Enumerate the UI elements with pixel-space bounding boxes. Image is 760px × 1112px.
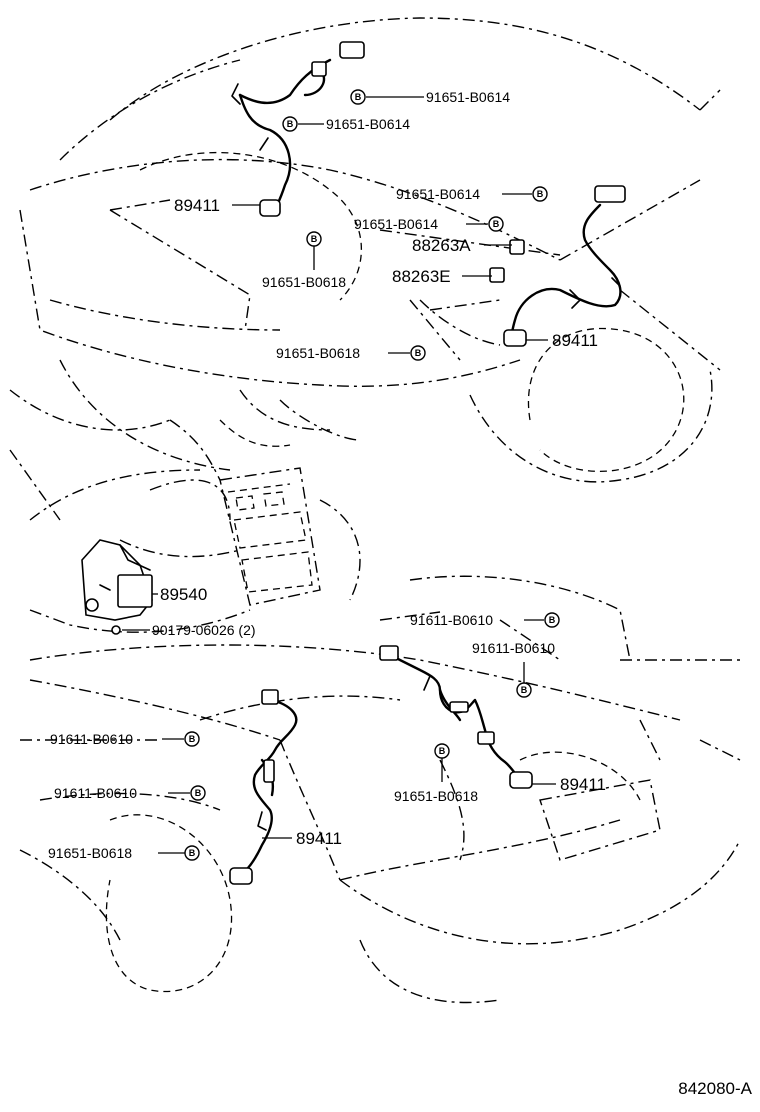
bolt-symbol: B (282, 116, 298, 132)
bolt-symbol: B (184, 845, 200, 861)
front-body-outline (19, 17, 721, 483)
label-91651-b0618: 91651-B0618 (262, 274, 346, 290)
label-91611-b0610: 91611-B0610 (410, 612, 493, 628)
middle-labels: 89540 90179-06026 (2) (152, 585, 256, 638)
rear-bolt-symbols: B B B B B B (184, 612, 560, 861)
abs-ecu (81, 539, 153, 635)
label-91651-b0618: 91651-B0618 (48, 845, 132, 861)
rear-left-speed-sensor-harness (229, 689, 298, 885)
label-88263a: 88263A (412, 236, 471, 255)
dashboard-outline (9, 389, 361, 633)
svg-text:B: B (287, 119, 294, 129)
bolt-symbol: B (544, 612, 560, 628)
label-91651-b0618: 91651-B0618 (276, 345, 360, 361)
bolt-symbol: B (190, 785, 206, 801)
svg-text:B: B (189, 848, 196, 858)
bolt-symbol: B (184, 731, 200, 747)
label-89411: 89411 (174, 196, 220, 215)
bolt-symbol: B (488, 216, 504, 232)
svg-text:B: B (439, 746, 446, 756)
front-labels: 91651-B0614 91651-B0614 89411 91651-B061… (174, 89, 598, 361)
label-89411: 89411 (296, 829, 342, 848)
bolt-symbol: B (532, 186, 548, 202)
rear-leaders (158, 619, 556, 854)
svg-text:B: B (195, 788, 202, 798)
front-left-speed-sensor-harness (231, 41, 365, 217)
front-right-speed-sensor-harness (489, 185, 626, 347)
svg-text:B: B (521, 685, 528, 695)
label-90179-06026: 90179-06026 (2) (152, 622, 256, 638)
svg-text:B: B (189, 734, 196, 744)
bolt-symbol: B (434, 743, 450, 759)
label-91611-b0610: 91611-B0610 (54, 785, 137, 801)
svg-text:B: B (355, 92, 362, 102)
label-88263e: 88263E (392, 267, 451, 286)
label-89411: 89411 (560, 775, 606, 794)
label-89540: 89540 (160, 585, 207, 604)
middle-leaders (122, 593, 158, 631)
bolt-symbol: B (516, 682, 532, 698)
label-91651-b0614: 91651-B0614 (354, 216, 438, 232)
label-91611-b0610: 91611-B0610 (50, 731, 133, 747)
front-leaders (232, 96, 548, 354)
rear-labels: 91611-B0610 91611-B0610 91611-B0610 9161… (48, 612, 606, 861)
label-91611-b0610: 91611-B0610 (472, 640, 555, 656)
bolt-symbol: B (306, 231, 322, 247)
svg-text:B: B (549, 615, 556, 625)
bolt-symbol: B (350, 89, 366, 105)
label-91651-b0614: 91651-B0614 (326, 116, 410, 132)
bolt-symbol: B (410, 345, 426, 361)
label-91651-b0614: 91651-B0614 (396, 186, 480, 202)
svg-text:B: B (537, 189, 544, 199)
label-91651-b0614: 91651-B0614 (426, 89, 510, 105)
svg-text:B: B (493, 219, 500, 229)
label-89411: 89411 (552, 331, 598, 350)
svg-text:B: B (311, 234, 318, 244)
diagram-id: 842080-A (678, 1079, 752, 1098)
rear-body-outline (19, 575, 741, 1004)
front-bolt-symbols: B B B B B B (282, 89, 548, 361)
label-91651-b0618: 91651-B0618 (394, 788, 478, 804)
svg-text:B: B (415, 348, 422, 358)
rear-right-speed-sensor-harness (379, 645, 533, 789)
